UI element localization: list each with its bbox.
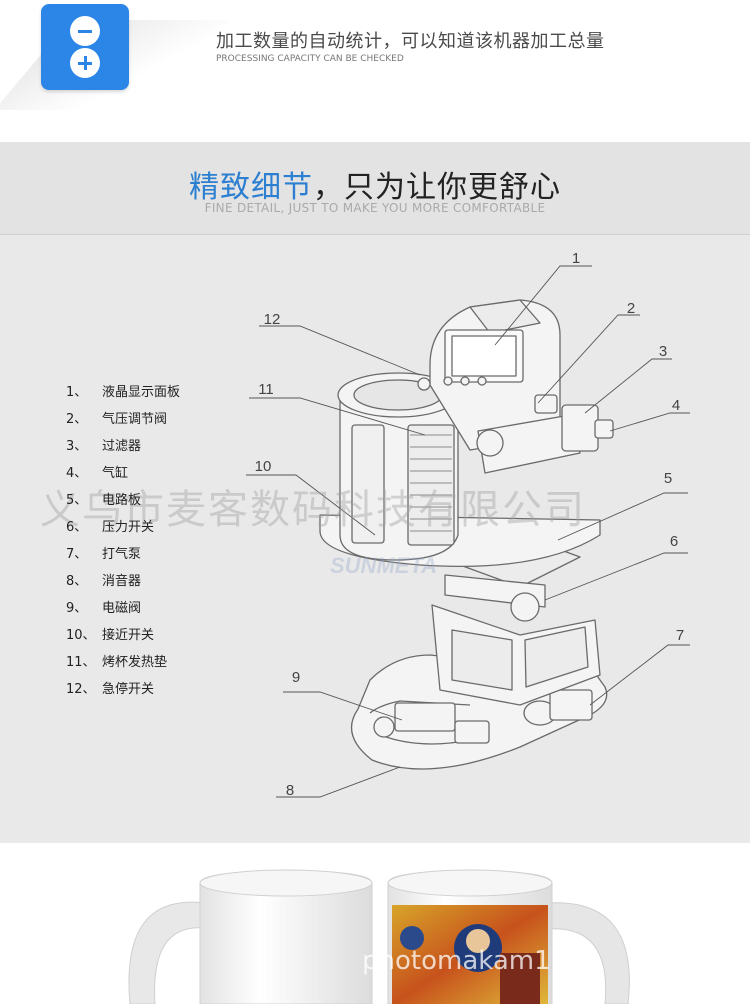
callout-number: 1	[572, 250, 580, 267]
section-title: 精致细节，只为让你更舒心	[0, 162, 750, 206]
pressure-valve	[534, 394, 558, 414]
callout-number: 4	[672, 397, 680, 414]
callout-number: 10	[255, 458, 272, 475]
part-number: 12、	[66, 682, 96, 697]
pressure-switch	[510, 592, 540, 622]
part-item: 11、烤杯发热垫	[66, 651, 180, 678]
plus-icon	[70, 48, 100, 78]
printed-mug-handle	[547, 902, 630, 1004]
filter	[561, 404, 599, 452]
part-item: 1、液晶显示面板	[66, 381, 180, 408]
emergency-stop	[417, 377, 431, 391]
part-number: 2、	[66, 412, 88, 427]
white-mug-handle	[128, 901, 206, 1004]
feature-strip: 加工数量的自动统计，可以知道该机器加工总量 PROCESSING CAPACIT…	[0, 0, 750, 142]
mug-watermark: photomakam188	[362, 946, 584, 976]
section-subtitle: FINE DETAIL, JUST TO MAKE YOU MORE COMFO…	[204, 201, 546, 215]
part-number: 3、	[66, 439, 88, 454]
solenoid-valve	[394, 702, 456, 732]
part-label: 打气泵	[102, 547, 142, 562]
part-number: 6、	[66, 520, 88, 535]
leader-lines	[246, 265, 690, 798]
callout-number: 9	[292, 669, 300, 686]
section-title-highlight: 精致细节	[189, 170, 313, 205]
part-number: 1、	[66, 385, 88, 400]
part-number: 7、	[66, 547, 88, 562]
company-watermark: 义乌市麦客数码科技有限公司	[40, 487, 586, 533]
part-label: 气缸	[102, 466, 129, 481]
part-label: 气压调节阀	[102, 412, 168, 427]
part-label: 过滤器	[102, 439, 142, 454]
part-item: 9、电磁阀	[66, 597, 180, 624]
brand-logo-watermark: SUNMETA	[330, 553, 437, 578]
mug-illustration	[128, 869, 630, 1004]
part-label: 消音器	[102, 574, 142, 589]
part-item: 6、压力开关	[66, 516, 180, 543]
part-number: 10、	[66, 628, 96, 643]
part-number: 11、	[66, 655, 96, 670]
part-item: 4、气缸	[66, 462, 180, 489]
heating-pad	[407, 424, 455, 546]
part-label: 液晶显示面板	[102, 385, 181, 400]
callout-number: 7	[676, 627, 684, 644]
part-item: 12、急停开关	[66, 678, 180, 705]
part-label: 电磁阀	[102, 601, 142, 616]
air-fitting	[594, 419, 614, 439]
part-item: 8、消音器	[66, 570, 180, 597]
callout-number: 5	[664, 470, 672, 487]
part-number: 8、	[66, 574, 88, 589]
part-item: 10、接近开关	[66, 624, 180, 651]
part-label: 接近开关	[102, 628, 155, 643]
part-label: 急停开关	[102, 682, 155, 697]
part-label: 电路板	[102, 493, 142, 508]
callout-number: 6	[670, 533, 678, 550]
part-number: 4、	[66, 466, 88, 481]
callout-number: 8	[286, 782, 294, 799]
callout-number: 12	[264, 311, 281, 328]
section-title-rest: ，只为让你更舒心	[313, 170, 561, 205]
zoom-minus-plus-icon	[41, 4, 129, 90]
feature-subtitle: PROCESSING CAPACITY CAN BE CHECKED	[216, 54, 404, 64]
part-number: 5、	[66, 493, 88, 508]
part-item: 3、过滤器	[66, 435, 180, 462]
part-number: 9、	[66, 601, 88, 616]
callout-number: 3	[659, 343, 667, 360]
cylinder	[477, 414, 581, 474]
section-header: 精致细节，只为让你更舒心 FINE DETAIL, JUST TO MAKE Y…	[0, 142, 750, 235]
callout-number: 11	[258, 381, 274, 398]
part-label: 烤杯发热垫	[102, 655, 168, 670]
feature-title: 加工数量的自动统计，可以知道该机器加工总量	[216, 31, 605, 52]
callout-number: 2	[627, 300, 635, 317]
part-item: 2、气压调节阀	[66, 408, 180, 435]
part-label: 压力开关	[102, 520, 155, 535]
part-item: 5、电路板	[66, 489, 180, 516]
muffler	[454, 720, 490, 744]
minus-icon	[70, 16, 100, 46]
mug-photo: photomakam188	[0, 843, 750, 1004]
part-item: 7、打气泵	[66, 543, 180, 570]
